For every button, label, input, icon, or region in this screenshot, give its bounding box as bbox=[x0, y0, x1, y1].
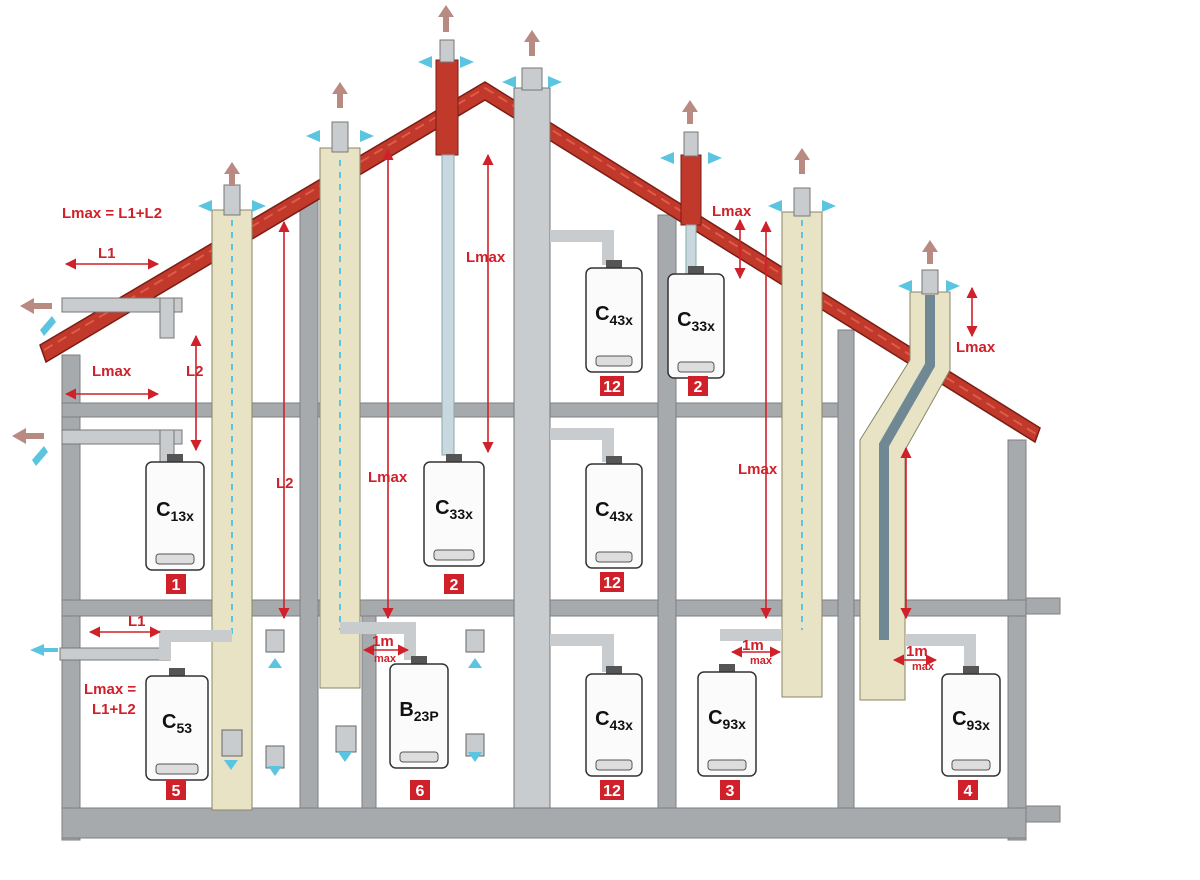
label-1m-c: 1m bbox=[906, 643, 928, 660]
label-max-a: max bbox=[374, 653, 397, 665]
boiler-c33x_mid: C33x 2 bbox=[423, 454, 485, 594]
horizontal-flues bbox=[59, 230, 976, 672]
boiler-control-panel bbox=[951, 759, 991, 771]
installation-badge-number: 4 bbox=[964, 783, 973, 800]
boiler-connector bbox=[446, 454, 462, 464]
label-lmax-center-flue: Lmax bbox=[466, 249, 506, 266]
boiler-control-panel bbox=[155, 553, 195, 565]
boiler-control-panel bbox=[707, 759, 747, 771]
boiler-connector bbox=[169, 668, 185, 678]
label-lmax-right-roof: Lmax bbox=[712, 203, 752, 220]
label-l2-chimney: L2 bbox=[276, 475, 294, 492]
label-max-b: max bbox=[750, 655, 773, 667]
boiler-control-panel bbox=[155, 763, 199, 775]
installation-badge bbox=[600, 572, 624, 592]
boiler-control-panel bbox=[595, 355, 633, 367]
boiler-body bbox=[585, 267, 643, 373]
boiler-connector bbox=[688, 266, 704, 276]
installation-badge-number: 12 bbox=[603, 379, 621, 396]
label-l1-bottom: L1 bbox=[128, 613, 146, 630]
installation-badge bbox=[688, 376, 708, 396]
installation-badge-number: 12 bbox=[603, 783, 621, 800]
installation-badge-number: 12 bbox=[603, 575, 621, 592]
boiler-code-sub: 43x bbox=[610, 717, 634, 733]
installation-badge bbox=[444, 574, 464, 594]
boiler-connector bbox=[606, 260, 622, 270]
installation-badge bbox=[600, 376, 624, 396]
label-lmax-right-chimney: Lmax bbox=[738, 461, 778, 478]
label-lmax-left: Lmax bbox=[92, 363, 132, 380]
airflow-arrows bbox=[12, 5, 960, 776]
boiler-code: C33x bbox=[435, 497, 473, 522]
installation-badge bbox=[166, 780, 186, 800]
boiler-connector bbox=[411, 656, 427, 666]
boiler-control-panel bbox=[399, 751, 439, 763]
boiler-control-panel bbox=[595, 759, 633, 771]
installation-badge bbox=[720, 780, 740, 800]
label-1m-b: 1m bbox=[742, 637, 764, 654]
boiler-code-sub: 33x bbox=[692, 318, 716, 334]
dimension-lines bbox=[64, 148, 978, 666]
boiler-code-sub: 93x bbox=[967, 717, 991, 733]
label-1m-a: 1m bbox=[372, 633, 394, 650]
installation-badge bbox=[410, 780, 430, 800]
boiler-connector bbox=[606, 666, 622, 676]
formula-lmax-bottom-line2: L1+L2 bbox=[92, 701, 136, 718]
boiler-control-panel bbox=[595, 551, 633, 563]
boiler-code-sub: 23P bbox=[414, 708, 439, 724]
boiler-code-sub: 33x bbox=[450, 506, 474, 522]
boiler-code-sub: 43x bbox=[610, 312, 634, 328]
installation-badge bbox=[958, 780, 978, 800]
boiler-body bbox=[423, 461, 485, 567]
label-max-c: max bbox=[912, 661, 935, 673]
boiler-body bbox=[145, 461, 205, 571]
boiler-code-sub: 13x bbox=[171, 508, 195, 524]
installation-badge-number: 2 bbox=[694, 379, 703, 396]
installation-badge-number: 2 bbox=[450, 577, 459, 594]
boiler-connector bbox=[167, 454, 183, 464]
installation-badge bbox=[166, 574, 186, 594]
boiler-body bbox=[389, 663, 449, 769]
boiler-code-sub: 53 bbox=[176, 720, 192, 736]
boiler-control-panel bbox=[433, 549, 475, 561]
label-lmax-mid-tall: Lmax bbox=[368, 469, 408, 486]
installation-badge bbox=[600, 780, 624, 800]
boiler-code-sub: 93x bbox=[723, 716, 747, 732]
boilers: C13x1C33x2C43x12C33x2C43x12C535B23P6C43x… bbox=[145, 260, 1001, 800]
label-l2-left: L2 bbox=[186, 363, 204, 380]
boiler-control-panel bbox=[677, 361, 715, 373]
boiler-body bbox=[585, 673, 643, 777]
boiler-connector bbox=[606, 456, 622, 466]
formula-lmax-l1-l2-top: Lmax = L1+L2 bbox=[62, 205, 162, 222]
boiler-code-sub: 43x bbox=[610, 508, 634, 524]
installation-badge-number: 5 bbox=[172, 783, 181, 800]
vent-grilles bbox=[221, 629, 485, 769]
formula-lmax-bottom-line1: Lmax = bbox=[84, 681, 136, 698]
boiler-connector bbox=[963, 666, 979, 676]
dimension-labels: Lmax = L1+L2 L1 Lmax L2 L2 Lmax Lmax Lma… bbox=[62, 203, 996, 718]
boiler-connector bbox=[719, 664, 735, 674]
boiler-body bbox=[697, 671, 757, 777]
installation-badge-number: 1 bbox=[172, 577, 181, 594]
label-l1-top: L1 bbox=[98, 245, 116, 262]
label-lmax-right-diag: Lmax bbox=[956, 339, 996, 356]
boiler-body bbox=[941, 673, 1001, 777]
installation-badge-number: 6 bbox=[416, 783, 425, 800]
installation-badge-number: 3 bbox=[726, 783, 735, 800]
boiler-body bbox=[585, 463, 643, 569]
